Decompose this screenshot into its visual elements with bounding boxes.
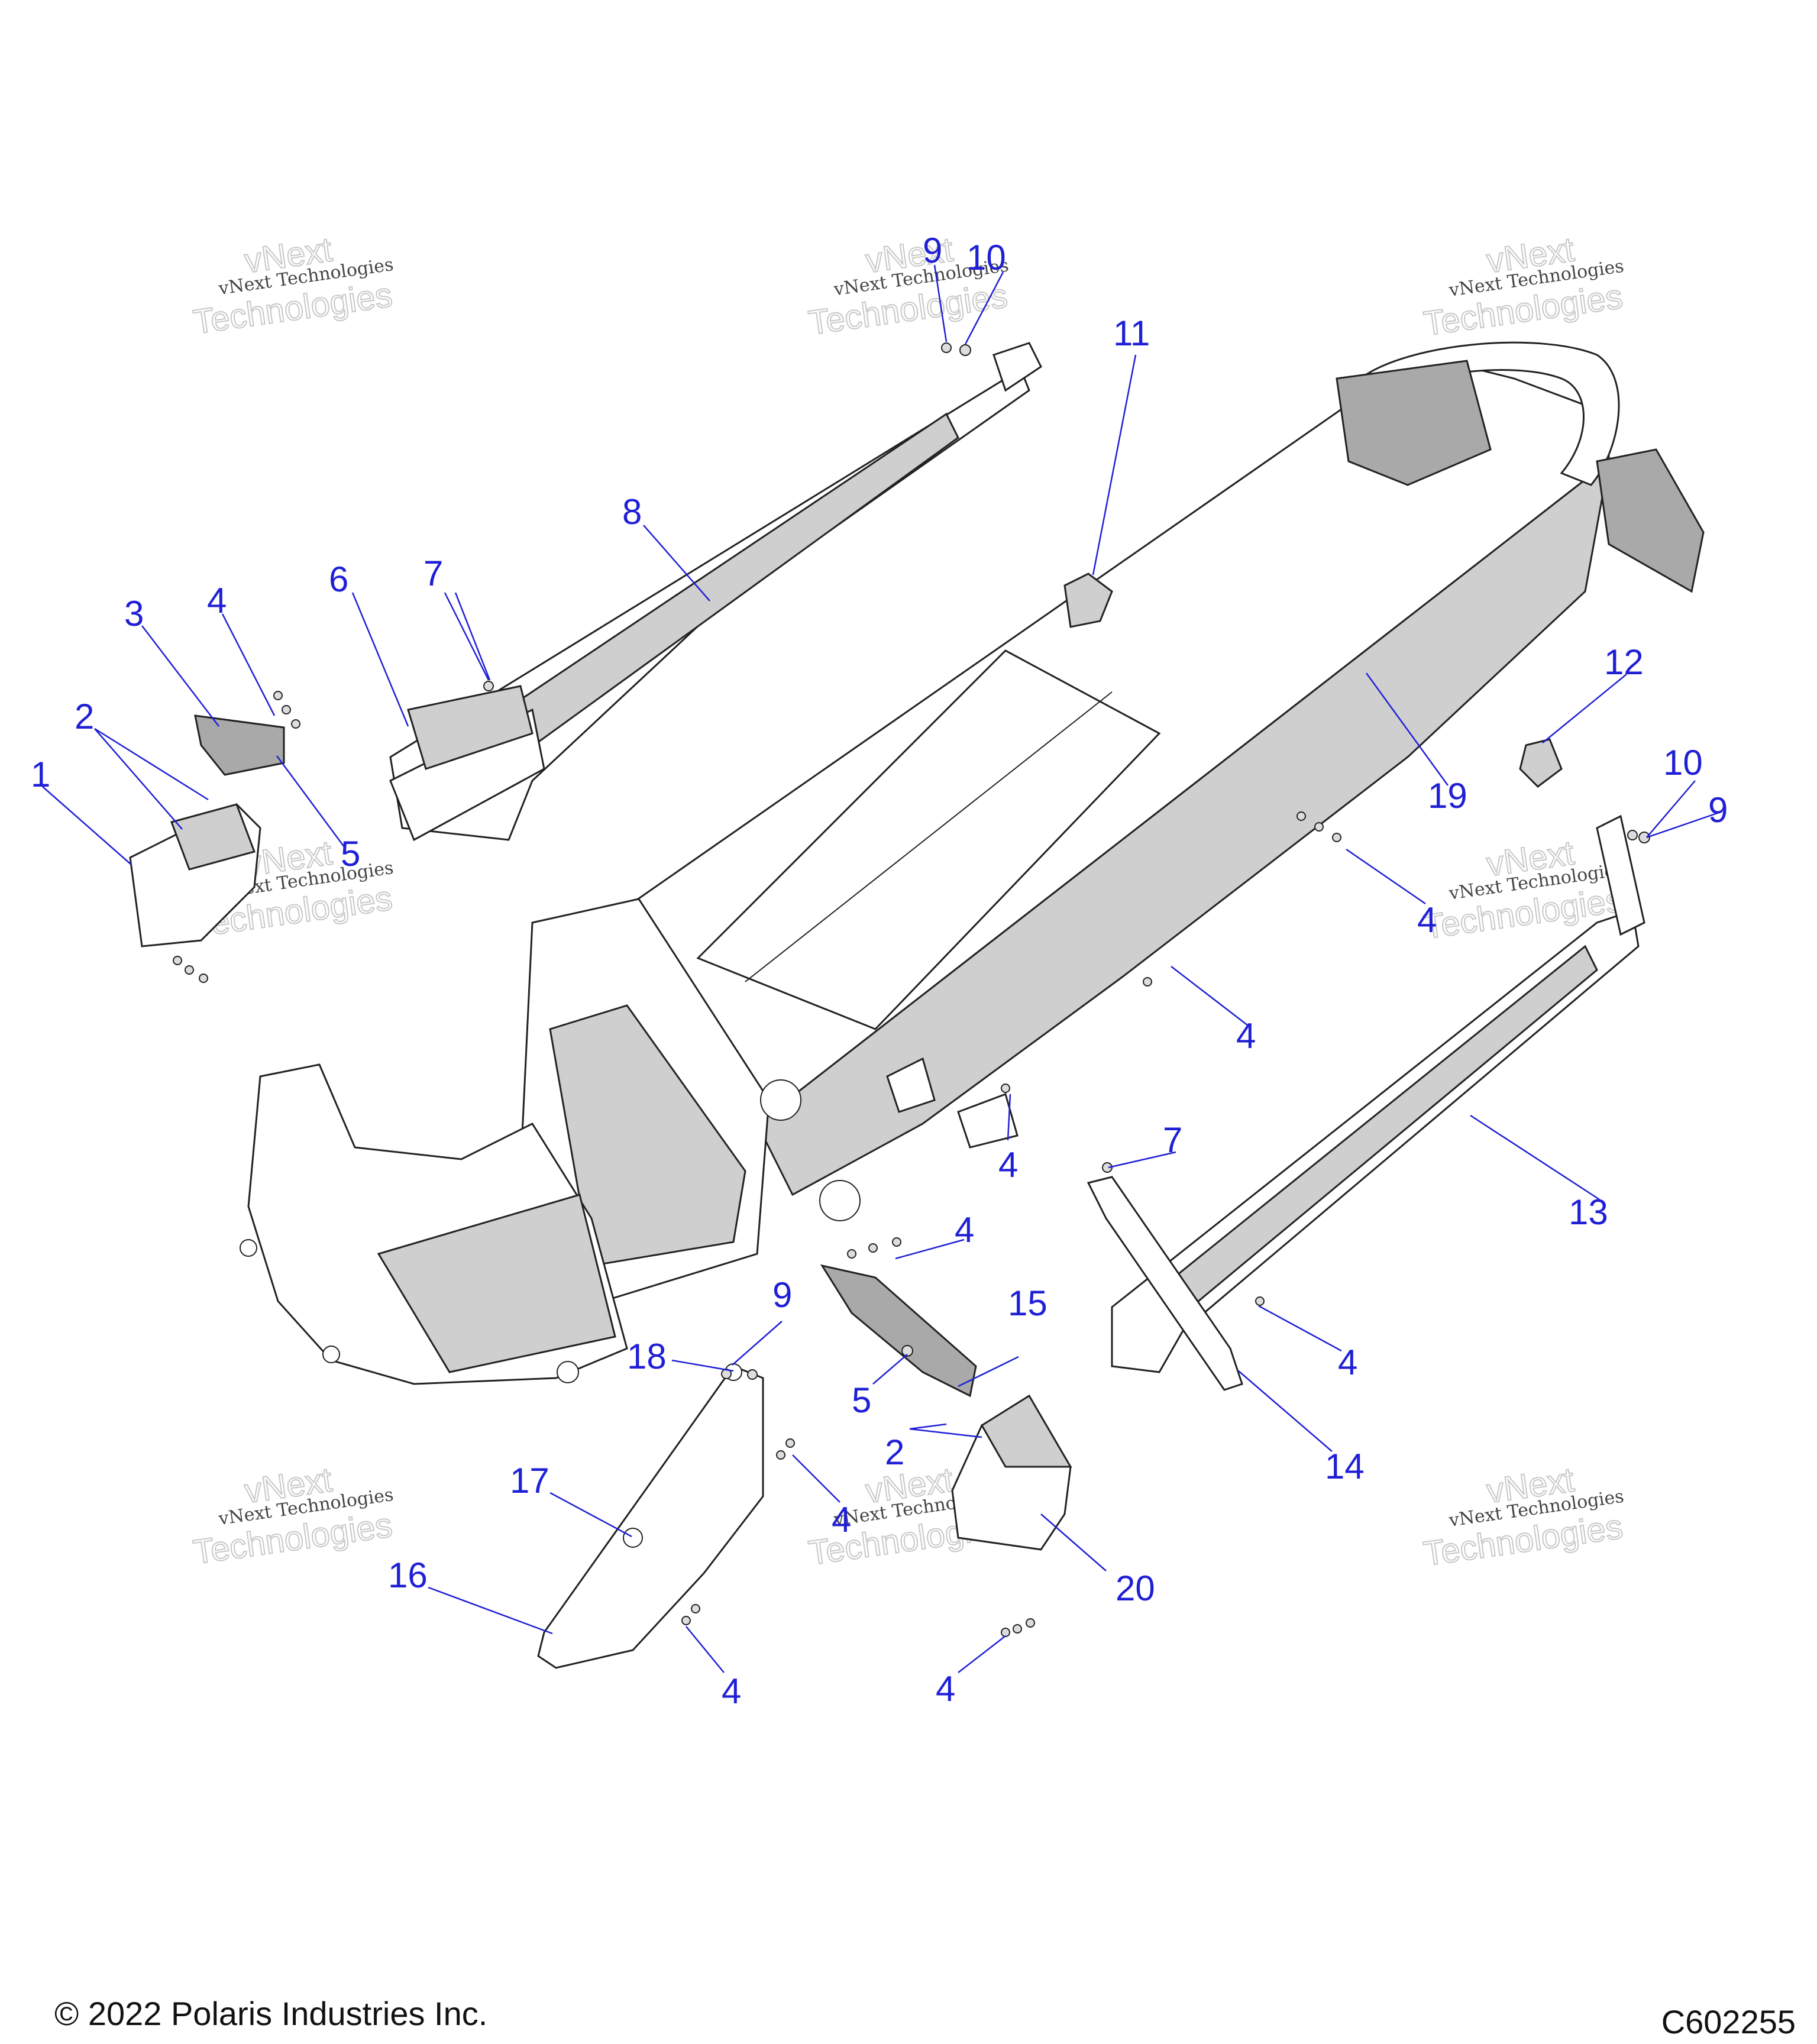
callout-9[interactable]: 9 — [772, 1275, 792, 1315]
chassis-tunnel — [240, 341, 1705, 1385]
callout-4[interactable]: 4 — [1236, 1016, 1256, 1056]
callout-17[interactable]: 17 — [510, 1461, 549, 1500]
right-running-board — [1087, 814, 1645, 1391]
callout-4[interactable]: 4 — [998, 1145, 1018, 1185]
callout-2[interactable]: 2 — [885, 1432, 904, 1472]
callout-4[interactable]: 4 — [722, 1671, 741, 1711]
diagram-id: C602255 — [1661, 2003, 1796, 2040]
watermark-bottom-right: vNext vNext Technologies Technologies — [1421, 1460, 1625, 1574]
lower-left-panel — [537, 1363, 764, 1669]
callouts: 1 2 3 4 5 6 7 8 9 10 11 12 19 10 9 4 4 4… — [31, 231, 1728, 1711]
callout-15[interactable]: 15 — [1008, 1283, 1047, 1323]
callout-4[interactable]: 4 — [1417, 900, 1437, 940]
right-front-plate — [820, 1264, 1072, 1551]
callout-20[interactable]: 20 — [1116, 1568, 1155, 1608]
callout-18[interactable]: 18 — [627, 1337, 667, 1376]
callout-10[interactable]: 10 — [966, 238, 1006, 277]
callout-12[interactable]: 12 — [1604, 642, 1644, 682]
callout-6[interactable]: 6 — [329, 559, 348, 599]
callout-1[interactable]: 1 — [31, 755, 50, 794]
callout-10[interactable]: 10 — [1663, 743, 1703, 782]
watermark-top-center: vNext vNext Technologies Technologies — [806, 229, 1010, 342]
callout-14[interactable]: 14 — [1325, 1447, 1365, 1486]
watermark-top-right: vNext vNext Technologies Technologies — [1421, 229, 1625, 344]
callout-5[interactable]: 5 — [852, 1380, 871, 1420]
callout-4[interactable]: 4 — [955, 1210, 974, 1250]
watermark-top-left: vNext vNext Technologies Technologies — [190, 229, 395, 342]
callout-9[interactable]: 9 — [1708, 790, 1728, 830]
callout-19[interactable]: 19 — [1428, 776, 1467, 816]
callout-3[interactable]: 3 — [124, 594, 144, 633]
callout-5[interactable]: 5 — [341, 834, 360, 874]
callout-8[interactable]: 8 — [622, 492, 642, 532]
callout-4[interactable]: 4 — [207, 581, 227, 620]
callout-13[interactable]: 13 — [1569, 1192, 1608, 1232]
callout-7[interactable]: 7 — [423, 554, 443, 593]
callout-9[interactable]: 9 — [923, 231, 942, 270]
leader-lines — [42, 264, 1723, 1673]
pad-11 — [1063, 573, 1113, 628]
callout-4[interactable]: 4 — [1338, 1343, 1357, 1382]
watermark-bottom-left: vNext vNext Technologies Technologies — [190, 1460, 395, 1572]
callout-7[interactable]: 7 — [1163, 1120, 1182, 1160]
callout-4[interactable]: 4 — [832, 1500, 851, 1540]
copyright-text: © 2022 Polaris Industries Inc. — [54, 1995, 488, 2032]
pad-12 — [1519, 738, 1563, 788]
left-front-bracket — [129, 714, 285, 947]
fasteners — [173, 342, 1650, 1637]
callout-2[interactable]: 2 — [75, 697, 94, 736]
callout-16[interactable]: 16 — [388, 1555, 428, 1595]
callout-11[interactable]: 11 — [1113, 313, 1150, 353]
callout-4[interactable]: 4 — [936, 1669, 955, 1709]
